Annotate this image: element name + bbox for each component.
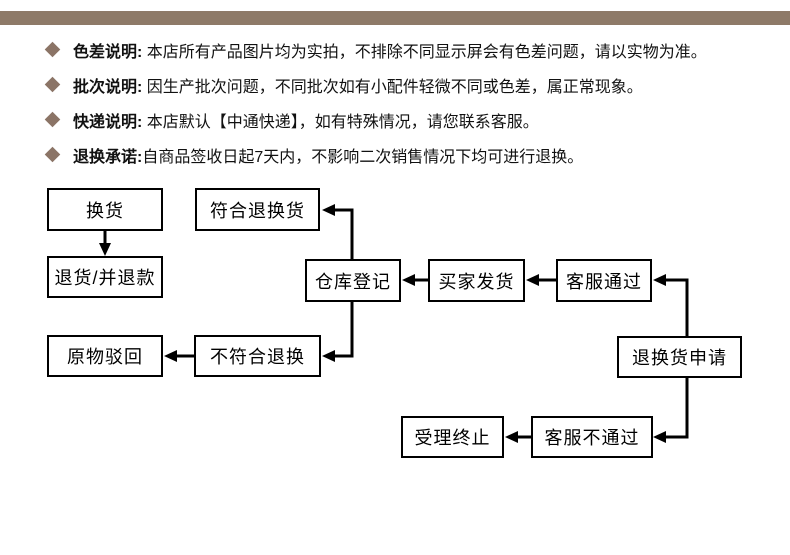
flow-box-processing-ended: 受理终止: [401, 416, 504, 458]
flow-box-warehouse-register: 仓库登记: [305, 259, 401, 302]
flow-box-service-approved: 客服通过: [556, 259, 652, 302]
flow-box-service-rejected: 客服不通过: [531, 416, 653, 458]
notice-text: 本店所有产品图片均为实拍，不排除不同显示屏会有色差问题，请以实物为准。: [142, 43, 707, 61]
notice-text-line: 色差说明: 本店所有产品图片均为实拍，不排除不同显示屏会有色差问题，请以实物为准…: [73, 38, 707, 62]
flow-box-return-refund: 退货/并退款: [47, 256, 163, 298]
flow-arrow-warehouse-register-to-not-meets-return: [322, 302, 354, 362]
notice-text: 因生产批次问题，不同批次如有小配件轻微不同或色差，属正常现象。: [142, 78, 643, 96]
notice-text: 本店默认【中通快递】，如有特殊情况，请您联系客服。: [142, 113, 539, 131]
notice-text-line: 退换承诺:自商品签收日起7天内，不影响二次销售情况下均可进行退换。: [73, 143, 583, 167]
flow-arrow-return-application-to-service-approved: [653, 274, 689, 336]
flow-box-meets-return: 符合退换货: [195, 188, 320, 231]
flow-box-item-rejected: 原物驳回: [47, 335, 163, 377]
flow-arrow-warehouse-register-to-meets-return: [322, 204, 354, 259]
notice-item: 退换承诺:自商品签收日起7天内，不影响二次销售情况下均可进行退换。: [44, 137, 780, 172]
store-notices: 色差说明: 本店所有产品图片均为实拍，不排除不同显示屏会有色差问题，请以实物为准…: [44, 32, 780, 172]
flow-box-return-application: 退换货申请: [617, 336, 742, 378]
notice-label: 批次说明:: [73, 78, 143, 96]
top-divider-bar: [0, 11, 790, 25]
notice-text-line: 批次说明: 因生产批次问题，不同批次如有小配件轻微不同或色差，属正常现象。: [73, 73, 643, 97]
notice-text-line: 快递说明: 本店默认【中通快递】，如有特殊情况，请您联系客服。: [73, 108, 539, 132]
notice-text: 自商品签收日起7天内，不影响二次销售情况下均可进行退换。: [142, 148, 584, 166]
flow-box-exchange: 换货: [47, 188, 163, 231]
notice-item: 色差说明: 本店所有产品图片均为实拍，不排除不同显示屏会有色差问题，请以实物为准…: [44, 32, 780, 67]
flow-arrow-return-application-to-service-rejected: [653, 378, 689, 443]
flow-box-buyer-ships: 买家发货: [428, 259, 525, 302]
notice-label: 色差说明:: [73, 43, 143, 61]
notice-label: 快递说明:: [73, 113, 143, 131]
notice-item: 批次说明: 因生产批次问题，不同批次如有小配件轻微不同或色差，属正常现象。: [44, 67, 780, 102]
notice-item: 快递说明: 本店默认【中通快递】，如有特殊情况，请您联系客服。: [44, 102, 780, 137]
flow-box-not-meets-return: 不符合退换: [194, 335, 321, 377]
notice-label: 退换承诺:: [73, 148, 143, 166]
